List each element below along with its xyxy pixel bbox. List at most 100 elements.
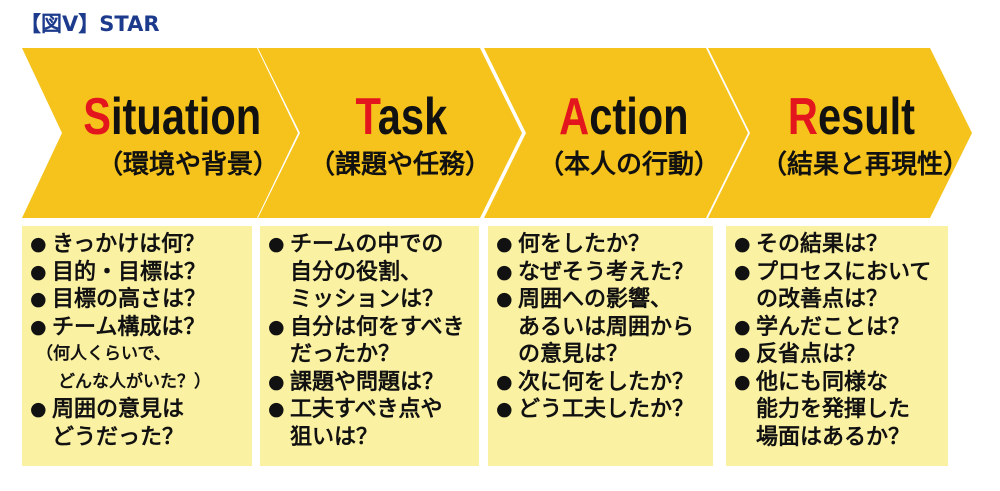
bullet-item: ●工夫すべき点や狙いは？ [268,396,475,451]
bullet-main: ●次に何をしたか？ [496,369,709,397]
bullet-line: 課題や問題は？ [290,369,445,395]
bullet-dot-icon: ● [496,288,513,310]
bullet-dot-icon: ● [268,233,285,255]
bullet-line: 反省点は？ [756,342,867,367]
bullet-item: ●きっかけは何？ [30,231,248,259]
bullet-line: あるいは周囲から [518,314,695,340]
bullet-item: ●なぜそう考えた？ [496,259,709,287]
chevron-task [258,48,522,218]
bullet-item: ●どう工夫したか？ [496,396,709,424]
bullet-note-line: （何人くらいで、 [36,344,171,364]
bullet-text: 工夫すべき点や狙いは？ [290,396,442,451]
bullet-dot-icon: ● [268,315,285,338]
bullet-main: ●自分は何をすべきだったか？ [268,314,475,369]
bullet-text: 周囲の意見はどうだった？ [52,396,184,451]
heading-initial-letter: A [559,88,590,146]
subtitle-situation: （環境や背景） [96,150,279,180]
bullet-line: 自分の役割、 [290,259,423,285]
bullet-main: ●他にも同様な能力を発揮した場面はあるか？ [734,369,944,452]
bullet-text: 課題や問題は？ [290,369,444,397]
box-situation: ●きっかけは何？●目的・目標は？●目標の高さは？●チーム構成は？（何人くらいで、… [22,226,252,466]
bullet-item: ●次に何をしたか？ [496,369,709,397]
bullet-item: ●チームの中での自分の役割、ミッションは？ [268,231,475,314]
bullet-dot-icon: ● [30,398,47,420]
bullet-text: その結果は？ [756,231,888,259]
bullet-line: 目的・目標は？ [52,259,207,285]
bullet-text: どう工夫したか？ [518,396,694,424]
heading-result-text: Result [787,88,915,146]
chevron-situation [22,48,298,218]
bullet-dot-icon: ● [268,398,285,420]
bullet-item: ●プロセスにおいての改善点は？ [734,259,944,314]
bullet-main: ●目標の高さは？ [30,286,248,314]
bullet-line: どうだった？ [52,424,185,450]
bullet-text: 他にも同様な能力を発揮した場面はあるか？ [756,369,910,452]
bullet-line: 工夫すべき点や [290,397,443,422]
bullet-line: の意見は？ [518,342,629,367]
bullet-main: ●何をしたか？ [496,231,709,259]
bullet-line: その結果は？ [756,232,889,257]
bullet-item: ●目的・目標は？ [30,259,248,287]
chevron-result [708,48,972,218]
bullet-main: ●チーム構成は？ [30,314,248,342]
heading-initial-letter: S [83,88,111,146]
bullet-line: 場面はあるか？ [756,424,911,450]
bullet-text: 目的・目標は？ [52,259,206,287]
bullet-item: ●チーム構成は？（何人くらいで、どんな人がいた？） [30,314,248,397]
bullet-text: 目標の高さは？ [52,286,206,314]
bullet-item: ●周囲の意見はどうだった？ [30,396,248,451]
box-result: ●その結果は？●プロセスにおいての改善点は？●学んだことは？●反省点は？●他にも… [726,226,948,466]
bullet-dot-icon: ● [734,370,751,393]
bullet-line: 次に何をしたか？ [518,369,695,395]
heading-situation-text: Situation [83,88,261,146]
subtitle-action: （本人の行動） [537,150,720,180]
bullet-text: チームの中での自分の役割、ミッションは？ [290,231,444,314]
figure-title: 【図V】STAR [20,12,160,36]
bullet-text: チーム構成は？ [52,314,205,342]
heading-initial-letter: R [787,88,818,146]
bullet-text: 反省点は？ [756,341,866,369]
bullet-line: だったか？ [290,342,401,367]
bullet-text: 学んだことは？ [756,314,910,342]
bullet-line: なぜそう考えた？ [518,259,695,285]
bullet-dot-icon: ● [496,260,513,283]
bullet-item: ●学んだことは？ [734,314,944,342]
bullet-main: ●課題や問題は？ [268,369,475,397]
bullet-note-line: どんな人がいた？） [58,371,211,392]
bullet-dot-icon: ● [734,233,751,255]
bullet-item: ●他にも同様な能力を発揮した場面はあるか？ [734,369,944,452]
bullet-main: ●反省点は？ [734,341,944,369]
bullet-item: ●自分は何をすべきだったか？ [268,314,475,369]
bullet-text: なぜそう考えた？ [518,259,694,287]
bullet-text: プロセスにおいての改善点は？ [756,259,931,314]
bullet-main: ●なぜそう考えた？ [496,259,709,287]
bullet-main: ●周囲への影響、あるいは周囲からの意見は？ [496,286,709,369]
bullet-dot-icon: ● [30,260,47,283]
bullet-main: ●どう工夫したか？ [496,396,709,424]
bullet-dot-icon: ● [734,260,751,283]
subtitle-task: （課題や任務） [308,150,491,180]
bullet-line: きっかけは何？ [52,232,206,257]
bullet-line: 学んだことは？ [756,314,911,340]
bullet-main: ●工夫すべき点や狙いは？ [268,396,475,451]
bullet-dot-icon: ● [268,370,285,393]
bullet-main: ●目的・目標は？ [30,259,248,287]
bullet-dot-icon: ● [734,315,751,338]
bullet-item: ●何をしたか？ [496,231,709,259]
bullet-item: ●その結果は？ [734,231,944,259]
bullet-line: 周囲の意見は [52,397,185,422]
bullet-line: どう工夫したか？ [518,397,695,422]
bullet-line: 他にも同様な [756,369,889,395]
bullet-item: ●周囲への影響、あるいは周囲からの意見は？ [496,286,709,369]
heading-action: Action [494,91,754,143]
bullet-line: チーム構成は？ [52,314,206,340]
bullet-line: 周囲への影響、 [518,287,673,312]
bullet-text: 自分は何をすべきだったか？ [290,314,464,369]
bullet-line: の改善点は？ [756,287,889,312]
bullet-item: ●課題や問題は？ [268,369,475,397]
bullet-main: ●プロセスにおいての改善点は？ [734,259,944,314]
bullet-text: 周囲への影響、あるいは周囲からの意見は？ [518,286,694,369]
box-task: ●チームの中での自分の役割、ミッションは？●自分は何をすべきだったか？●課題や問… [260,226,479,466]
bullet-dot-icon: ● [496,370,513,393]
